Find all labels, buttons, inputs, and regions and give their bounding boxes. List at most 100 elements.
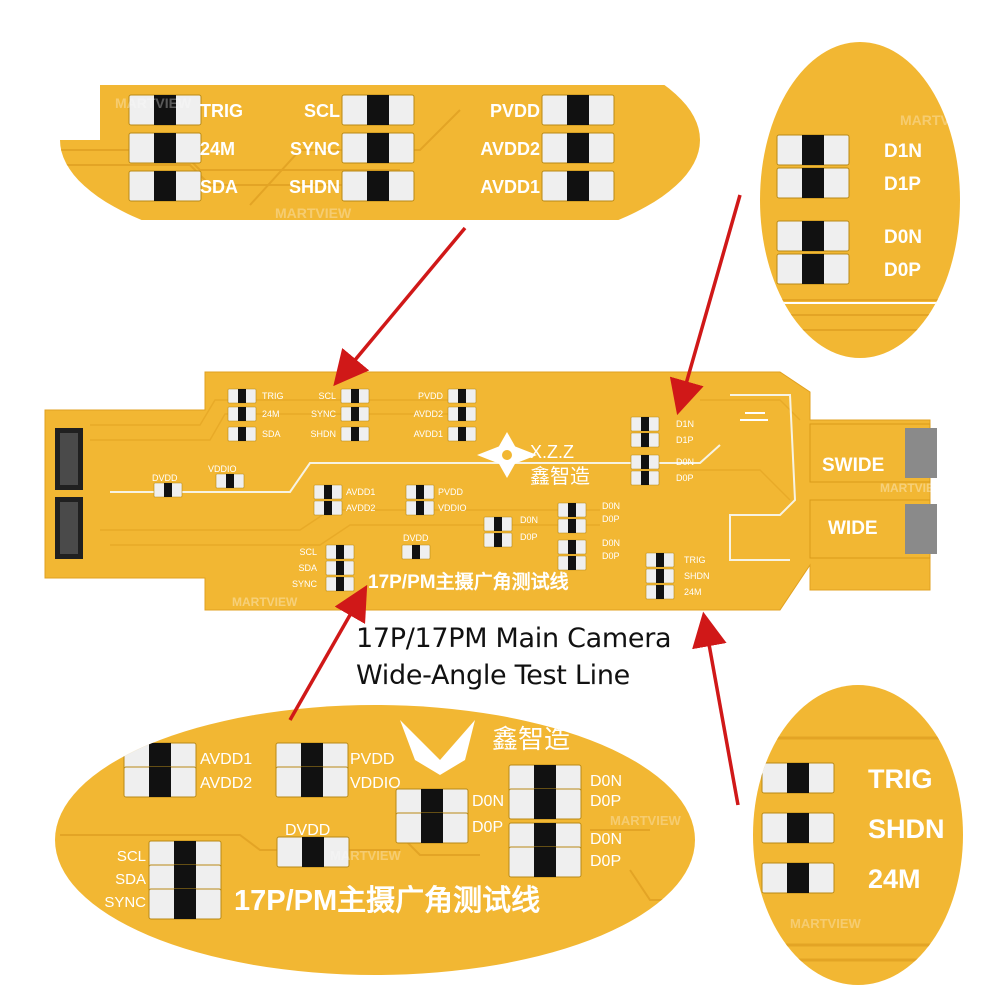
main-board: SWIDE WIDE TRIG 24M SDA SCL SYNC SHDN PV… [44, 371, 946, 611]
pad-label-avdd1: AVDD1 [346, 487, 375, 497]
component [227, 426, 257, 442]
pad-label-vddio: VDDIO [208, 464, 237, 474]
brand-logo: X.Z.Z 鑫智造 [477, 432, 590, 488]
component [313, 500, 343, 516]
component [215, 473, 245, 489]
zoom-label-avdd2: AVDD2 [200, 775, 252, 792]
component [341, 132, 415, 164]
component [340, 406, 370, 422]
zoom-label-d0n: D0N [884, 227, 922, 248]
pad-label-sync: SYNC [292, 579, 318, 589]
watermark: MARTVIEW [275, 205, 352, 221]
component [341, 94, 415, 126]
zoom-label-sync: SYNC [290, 139, 340, 159]
component [776, 220, 850, 252]
pad-label-d0p: D0P [520, 532, 538, 542]
component [557, 539, 587, 555]
component [630, 416, 660, 432]
zoom-label-sda: SDA [115, 871, 146, 888]
zoom-label-avdd2: AVDD2 [480, 139, 540, 159]
component [395, 812, 469, 844]
caption-line-2: Wide-Angle Test Line [356, 660, 630, 691]
component [123, 766, 197, 798]
pad-label-sda: SDA [262, 429, 281, 439]
board-chinese-title: 17P/PM主摄广角测试线 [368, 570, 569, 593]
zoom-label-pvdd: PVDD [490, 101, 540, 121]
watermark: MARTVIEW [880, 481, 946, 495]
watermark: MARTVIEW [900, 112, 977, 128]
pad-label-pvdd: PVDD [418, 391, 444, 401]
component [153, 482, 183, 498]
pad-label-d0n: D0N [520, 515, 538, 525]
component [776, 134, 850, 166]
zoom-label-sda: SDA [200, 177, 238, 197]
component [761, 862, 835, 894]
pad-label-d0n: D0N [602, 538, 620, 548]
component [630, 432, 660, 448]
pad-label-d0p: D0P [676, 473, 694, 483]
zoom-label-d1p: D1P [884, 174, 921, 195]
zoom-label-shdn: SHDN [868, 814, 945, 844]
component [148, 888, 222, 920]
component [325, 544, 355, 560]
component [447, 426, 477, 442]
zoom-label-trig: TRIG [200, 101, 243, 121]
pad-label-d1n: D1N [676, 419, 694, 429]
component [645, 568, 675, 584]
arrow-top-right [669, 194, 742, 416]
component [541, 170, 615, 202]
pad-label-avdd2: AVDD2 [414, 409, 443, 419]
brand-latin: X.Z.Z [530, 442, 574, 462]
zoom-label-24m: 24M [868, 864, 921, 894]
zoom-label-trig: TRIG [868, 764, 933, 794]
pad-label-sda: SDA [298, 563, 317, 573]
zoom-label-d0p: D0P [472, 819, 503, 836]
arrow-top-left [333, 226, 467, 387]
component [128, 170, 202, 202]
zoom-detail-bottom-right: TRIG SHDN 24M MARTVIEW [753, 685, 963, 985]
product-caption: 17P/17PM Main Camera Wide-Angle Test Lin… [356, 620, 716, 694]
component [405, 484, 435, 500]
pad-label-trig: TRIG [262, 391, 284, 401]
component [340, 388, 370, 404]
component [447, 406, 477, 422]
pad-label-24m: 24M [262, 409, 280, 419]
callout-arrows [288, 194, 742, 806]
component [275, 766, 349, 798]
component [405, 500, 435, 516]
arrow-bottom-left [288, 584, 368, 721]
zoom-label-d0p: D0P [590, 853, 621, 870]
brand-chinese-partial: 鑫智造 [492, 724, 570, 754]
zoom-label-dvdd: DVDD [285, 822, 330, 839]
zoom-label-24m: 24M [200, 139, 235, 159]
component [557, 518, 587, 534]
zoom-label-shdn: SHDN [289, 177, 340, 197]
component [313, 484, 343, 500]
pad-label-scl: SCL [299, 547, 317, 557]
zoom-detail-top-right: D1N D1P D0N D0P MARTVIEW [760, 42, 977, 358]
pad-label-vddio: VDDIO [438, 503, 467, 513]
component [483, 516, 513, 532]
zoom-label-scl: SCL [304, 101, 340, 121]
component [541, 132, 615, 164]
component [645, 584, 675, 600]
component [340, 426, 370, 442]
zoom-label-vddio: VDDIO [350, 775, 401, 792]
component [325, 560, 355, 576]
component [541, 94, 615, 126]
pad-label-d0p: D0P [602, 514, 620, 524]
component [447, 388, 477, 404]
pad-label-dvdd: DVDD [403, 533, 429, 543]
component [227, 406, 257, 422]
pad-label-d1p: D1P [676, 435, 694, 445]
component [325, 576, 355, 592]
zoom-label-d0n: D0N [590, 831, 622, 848]
pad-label-d0n: D0N [602, 501, 620, 511]
component [630, 470, 660, 486]
pad-label-trig: TRIG [684, 555, 706, 565]
watermark: MARTVIEW [610, 813, 682, 828]
pad-label-dvdd: DVDD [152, 473, 178, 483]
zoom-detail-top-left: TRIG 24M SDA SCL SYNC SHDN PVDD AVDD2 AV… [60, 20, 700, 260]
